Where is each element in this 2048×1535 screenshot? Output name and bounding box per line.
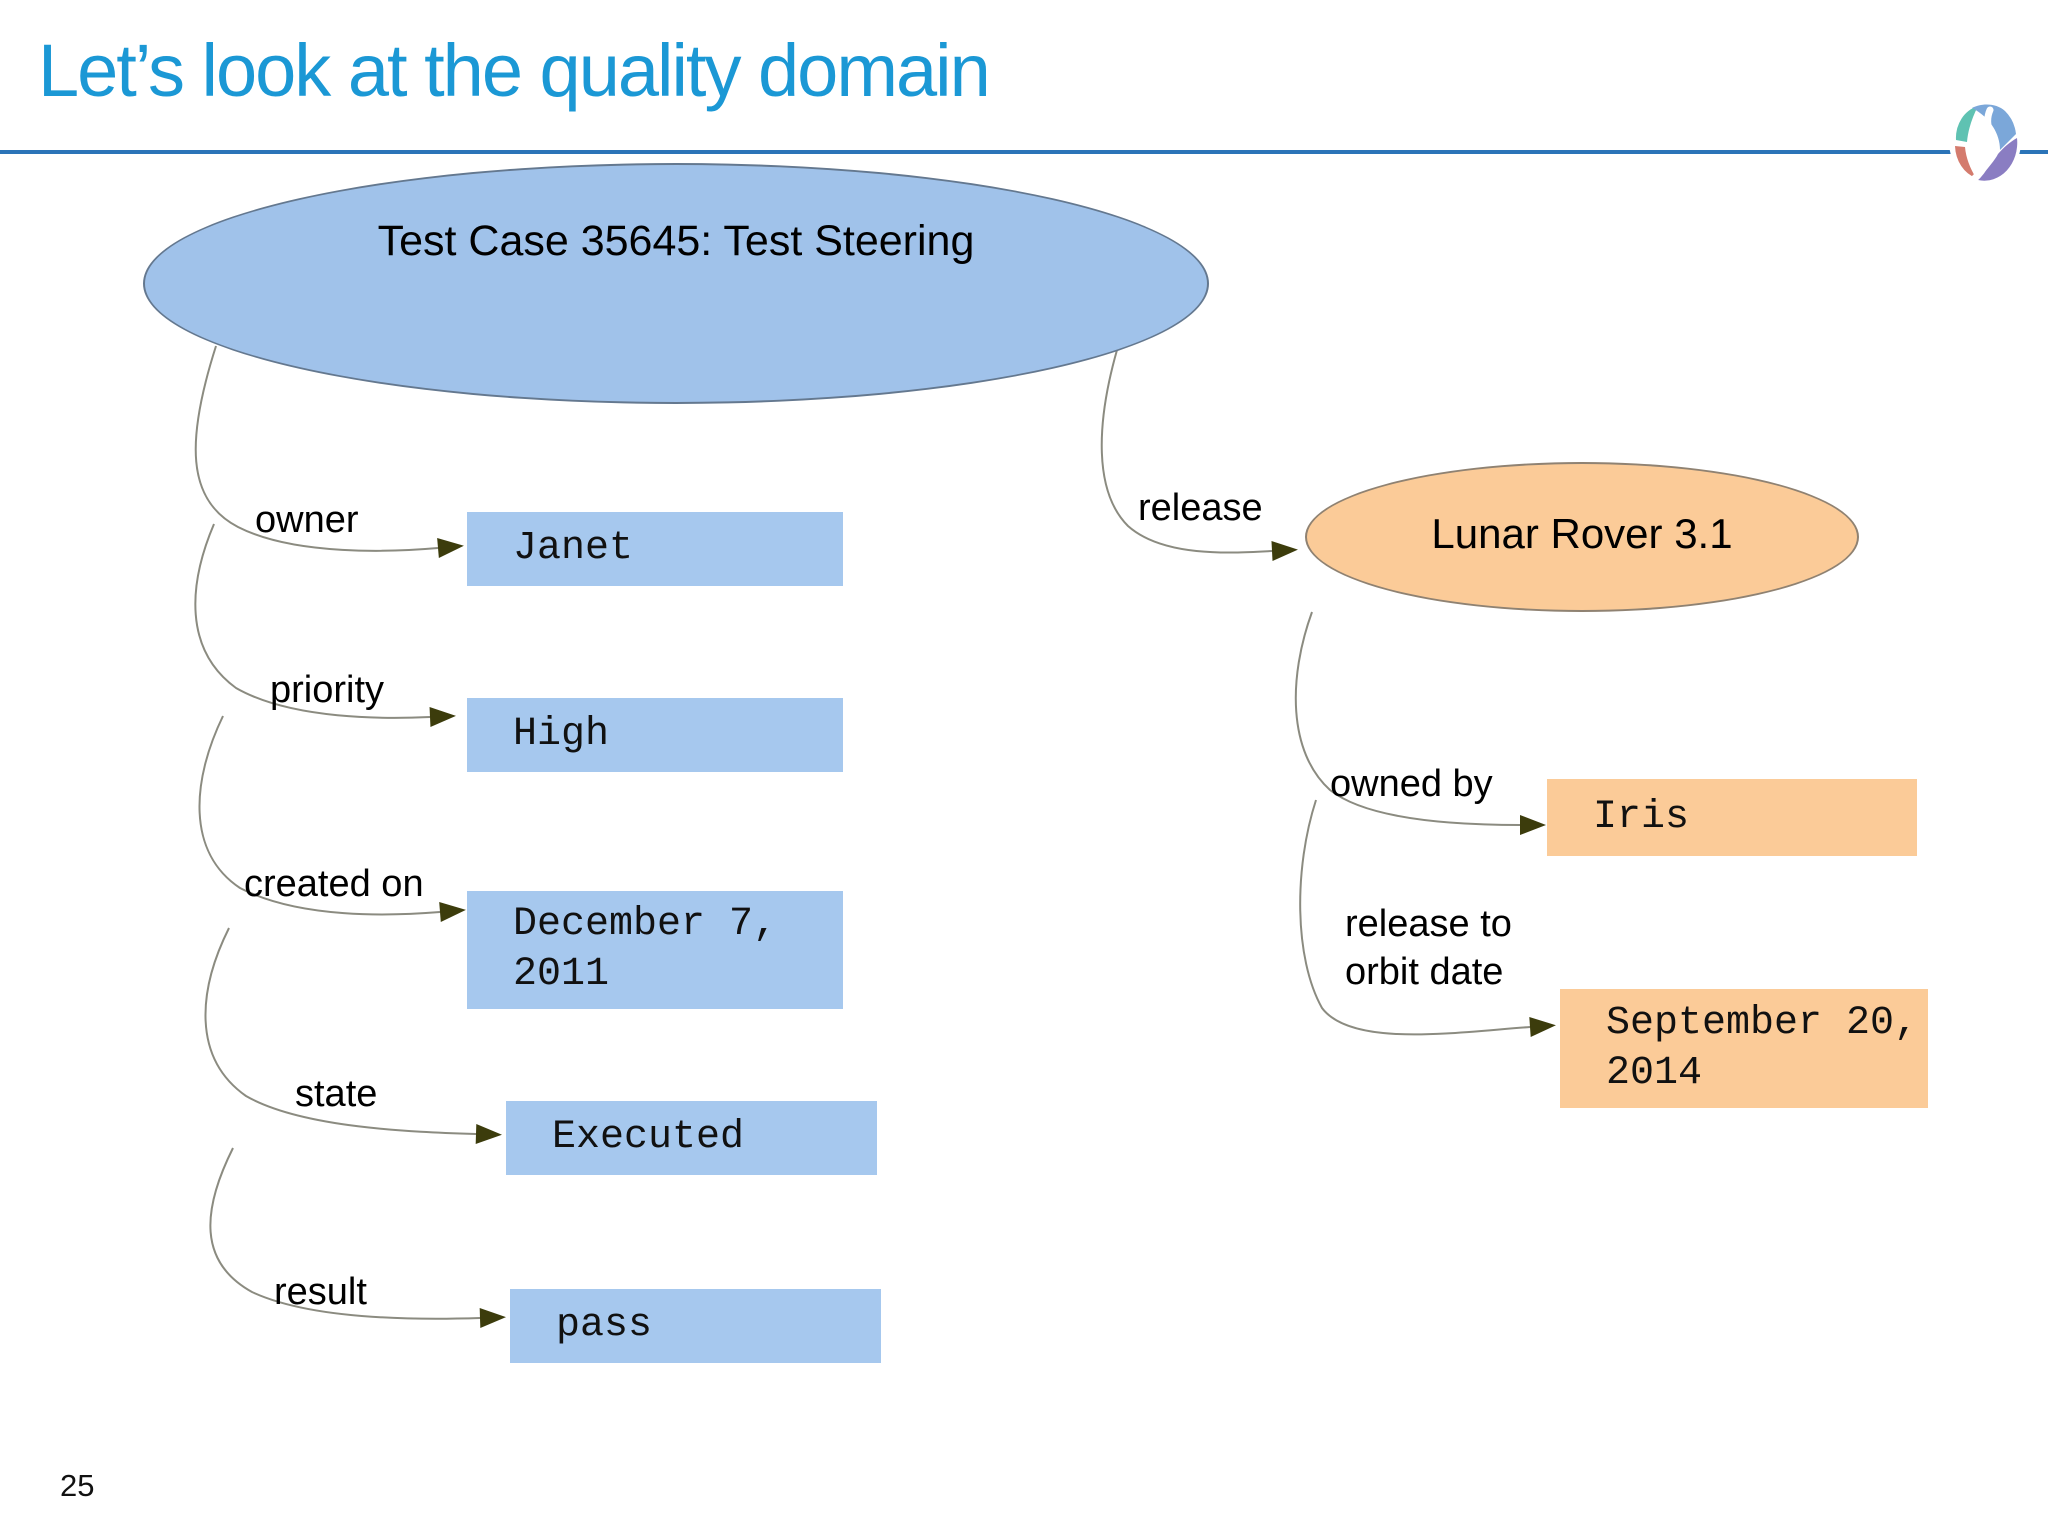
- value-owner: Janet: [467, 512, 843, 586]
- label-result: result: [274, 1271, 367, 1313]
- value-created-on: December 7, 2011: [467, 891, 843, 1009]
- label-owner: owner: [255, 499, 359, 541]
- test-case-node: Test Case 35645: Test Steering: [143, 163, 1209, 404]
- label-release-edge: release: [1138, 487, 1263, 529]
- value-state: Executed: [506, 1101, 877, 1175]
- page-title: Let’s look at the quality domain: [38, 29, 991, 112]
- page-number: 25: [60, 1468, 95, 1503]
- label-owned-by: owned by: [1330, 763, 1493, 805]
- logo-icon: [1949, 102, 2021, 183]
- test-case-node-label: Test Case 35645: Test Steering: [377, 217, 975, 265]
- release-node: Lunar Rover 3.1: [1305, 462, 1859, 612]
- label-release-to-orbit-date: release to orbit date: [1345, 903, 1512, 993]
- value-owned-by: Iris: [1547, 779, 1917, 856]
- value-result: pass: [510, 1289, 881, 1363]
- value-priority: High: [467, 698, 843, 772]
- label-priority: priority: [270, 669, 385, 711]
- release-node-label: Lunar Rover 3.1: [1431, 510, 1733, 557]
- label-state: state: [295, 1073, 378, 1115]
- label-created-on: created on: [244, 863, 424, 905]
- title-divider: [0, 150, 2048, 154]
- value-release-to-orbit-date: September 20, 2014: [1560, 989, 1928, 1108]
